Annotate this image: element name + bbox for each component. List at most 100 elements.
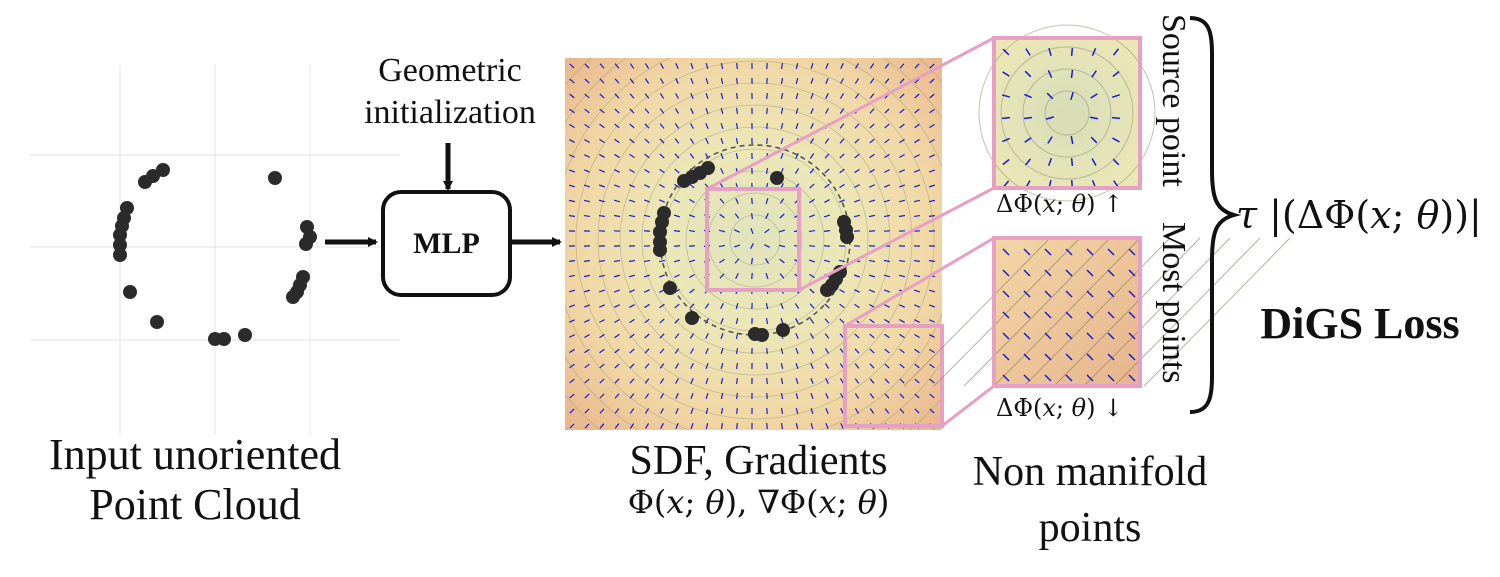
zoom-arrow	[1044, 374, 1052, 382]
gradient-arrow	[629, 138, 635, 144]
sdf-point	[770, 171, 784, 185]
gradient-arrow	[914, 408, 920, 414]
laplacian-down-label: ΔΦ(x; θ) ↓	[996, 394, 1124, 422]
gradient-arrow	[704, 318, 710, 324]
gradient-arrow	[720, 107, 724, 115]
gradient-arrow	[720, 407, 724, 415]
gradient-arrow	[779, 198, 785, 204]
gradient-arrow	[854, 289, 860, 293]
gradient-arrow	[705, 422, 709, 430]
gradient-arrow	[898, 199, 906, 203]
gradient-arrow	[705, 138, 709, 144]
gradient-arrow	[629, 63, 635, 69]
gradient-arrow	[928, 184, 936, 188]
zoom-arrow	[1002, 158, 1010, 166]
gradient-arrow	[929, 154, 935, 158]
gradient-arrow	[644, 348, 650, 354]
gradient-arrow	[914, 169, 920, 173]
gradient-arrow	[674, 303, 680, 309]
gradient-arrow	[839, 108, 845, 114]
gradient-arrow	[690, 407, 694, 415]
gradient-arrow	[599, 78, 605, 84]
gradient-arrow	[884, 304, 890, 308]
gradient-arrow	[569, 363, 575, 369]
gradient-arrow	[780, 92, 784, 100]
gradient-arrow	[868, 199, 876, 203]
zoom-arrow	[1023, 269, 1031, 277]
gradient-arrow	[899, 138, 905, 144]
gradient-arrow	[824, 348, 830, 354]
zoom-arrow	[1001, 116, 1011, 120]
zoom-arrow	[1048, 47, 1052, 57]
gradient-arrow	[914, 333, 920, 339]
gradient-arrow	[884, 348, 890, 354]
gradient-arrow	[583, 260, 591, 262]
gradient-arrow	[869, 184, 875, 188]
zoom-arrow	[1065, 374, 1073, 382]
gradient-arrow	[914, 348, 920, 354]
gradient-arrow	[779, 258, 785, 264]
input-point	[123, 285, 137, 299]
zoom-arrow	[1107, 269, 1115, 277]
gradient-arrow	[675, 423, 679, 429]
gradient-arrow	[690, 123, 694, 129]
gradient-arrow	[914, 319, 920, 323]
gradient-arrow	[780, 62, 784, 70]
gradient-arrow	[599, 63, 605, 69]
gradient-arrow	[884, 108, 890, 114]
zoom-contour	[1023, 237, 1171, 387]
gradient-arrow	[734, 213, 740, 219]
gradient-arrow	[644, 138, 650, 144]
zoom-arrow	[1086, 332, 1094, 340]
gradient-arrow	[795, 153, 799, 159]
gradient-arrow	[659, 333, 665, 339]
gradient-arrow	[569, 408, 575, 414]
gradient-arrow	[853, 214, 861, 218]
gradient-arrow	[568, 169, 576, 173]
gradient-arrow	[780, 347, 784, 355]
gradient-arrow	[838, 259, 846, 263]
gradient-arrow	[629, 333, 635, 339]
gradient-arrow	[735, 362, 739, 370]
gradient-arrow	[629, 304, 635, 308]
gradient-arrow	[735, 347, 739, 355]
gradient-arrow	[719, 213, 725, 219]
gradient-arrow	[854, 153, 860, 159]
gradient-arrow	[780, 77, 784, 85]
gradient-arrow	[736, 422, 738, 430]
gradient-arrow	[614, 408, 620, 414]
gradient-arrow	[628, 214, 636, 218]
gradient-arrow	[795, 107, 799, 115]
gradient-arrow	[720, 422, 724, 430]
gradient-arrow	[810, 407, 814, 415]
gradient-arrow	[810, 108, 814, 114]
gradient-arrow	[629, 169, 635, 173]
gradient-arrow	[629, 378, 635, 384]
gradient-arrow	[673, 230, 681, 232]
gradient-arrow	[764, 228, 770, 234]
gradient-arrow	[780, 317, 784, 325]
zoom-arrow	[1047, 70, 1053, 78]
gradient-arrow	[584, 93, 590, 99]
gradient-arrow	[690, 93, 694, 99]
zoom-arrow	[1112, 48, 1120, 56]
gradient-arrow	[599, 123, 605, 129]
zoom-arrow	[1107, 353, 1115, 361]
gradient-arrow	[569, 123, 575, 129]
sdf-math: Φ(x; θ), ∇Φ(x; θ)	[627, 483, 890, 521]
gradient-arrow	[928, 289, 936, 293]
gradient-arrow	[854, 123, 860, 129]
gradient-arrow	[643, 274, 651, 278]
gradient-arrow	[795, 347, 799, 355]
gradient-arrow	[778, 229, 786, 233]
gradient-arrow	[854, 348, 860, 354]
gradient-arrow	[720, 317, 724, 325]
gradient-arrow	[598, 274, 606, 278]
gradient-arrow	[674, 108, 680, 114]
gradient-arrow	[659, 138, 665, 144]
gradient-arrow	[854, 363, 860, 369]
gradient-arrow	[780, 302, 784, 310]
gradient-arrow	[884, 153, 890, 159]
gradient-arrow	[764, 244, 770, 248]
